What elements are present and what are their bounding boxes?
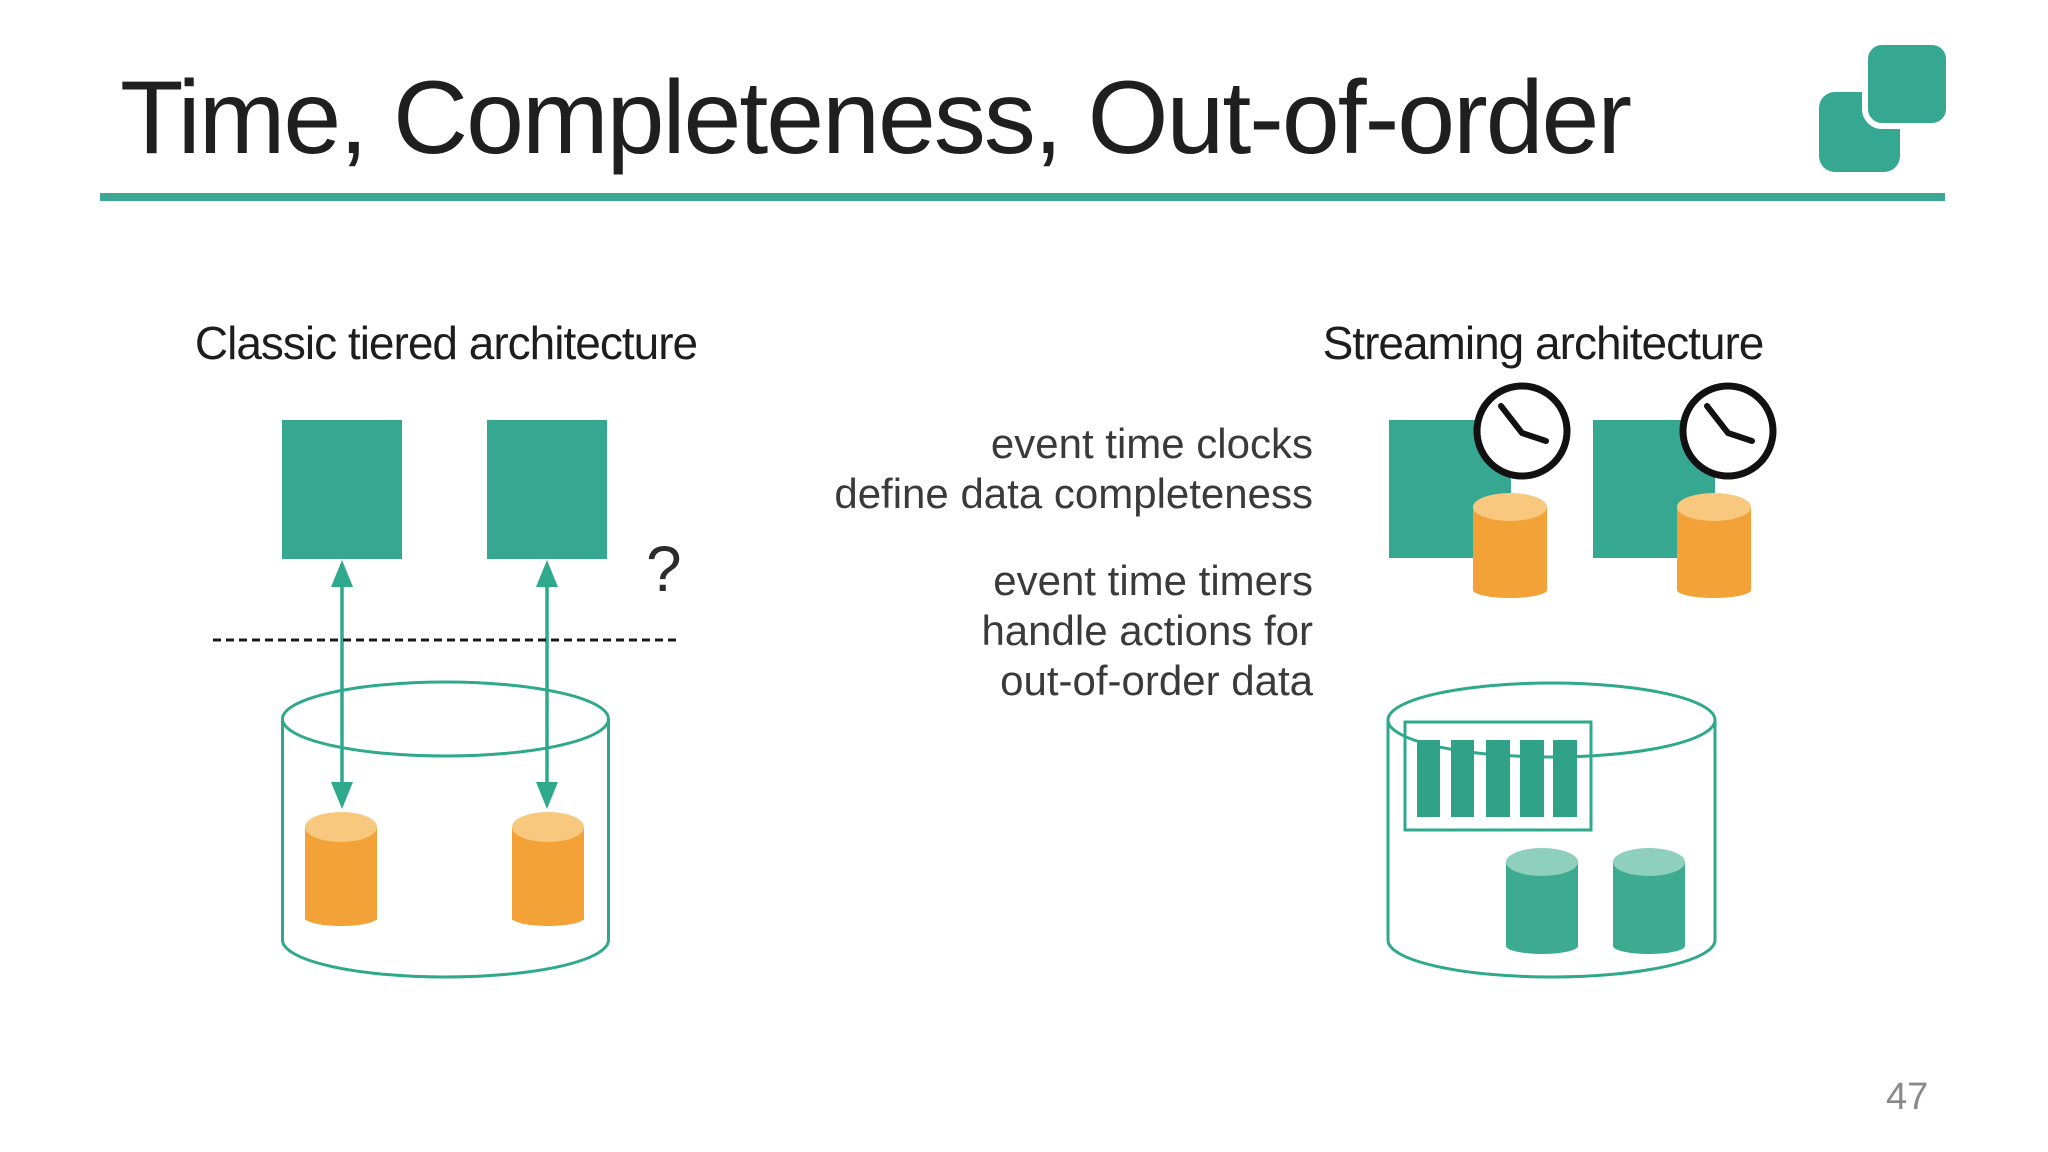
log-bar-icon bbox=[1553, 740, 1577, 817]
bidirectional-arrow-icon bbox=[536, 560, 558, 809]
app-square-icon bbox=[1593, 420, 1715, 558]
annotation-line: event time timers bbox=[993, 557, 1313, 604]
slide-title: Time, Completeness, Out-of-order bbox=[120, 60, 1632, 176]
streaming-architecture-label: Streaming architecture bbox=[1322, 317, 1765, 369]
clock-icon bbox=[1679, 382, 1777, 480]
app-square-icon bbox=[487, 420, 607, 559]
state-cylinder-icon bbox=[1473, 493, 1547, 598]
annotation-line: define data completeness bbox=[834, 470, 1313, 517]
log-bar-icon bbox=[1486, 740, 1510, 817]
streaming-diagram bbox=[1386, 382, 1777, 979]
database-cylinder-icon bbox=[1386, 681, 1717, 979]
annotation-line: out-of-order data bbox=[1000, 657, 1313, 704]
event-time-timers-annotation: event time timers handle actions for out… bbox=[673, 556, 1313, 706]
state-cylinder-icon bbox=[512, 812, 584, 926]
clock-icon bbox=[1473, 382, 1571, 480]
question-mark: ? bbox=[646, 533, 682, 605]
logo-front-square bbox=[1862, 39, 1952, 129]
annotation-line: handle actions for bbox=[981, 607, 1313, 654]
log-bar-icon bbox=[1520, 740, 1544, 817]
state-cylinder-icon bbox=[305, 812, 377, 926]
log-bar-icon bbox=[1451, 740, 1474, 817]
annotation-line: event time clocks bbox=[990, 420, 1313, 467]
classic-diagram bbox=[213, 420, 678, 979]
classic-architecture-label: Classic tiered architecture bbox=[194, 317, 698, 369]
log-bar-icon bbox=[1417, 740, 1440, 817]
log-buffer-panel bbox=[1403, 720, 1593, 832]
snapshot-cylinder-icon bbox=[1613, 848, 1685, 954]
app-square-icon bbox=[282, 420, 402, 559]
state-cylinder-icon bbox=[1677, 493, 1751, 598]
database-cylinder-icon bbox=[281, 680, 610, 979]
page-number: 47 bbox=[1886, 1076, 1929, 1118]
app-square-icon bbox=[1389, 420, 1511, 558]
snapshot-cylinder-icon bbox=[1506, 848, 1578, 954]
bidirectional-arrow-icon bbox=[331, 560, 353, 809]
title-underline bbox=[100, 193, 1945, 201]
event-time-clocks-annotation: event time clocks define data completene… bbox=[673, 419, 1313, 519]
deck-logo-icon bbox=[1810, 35, 1952, 175]
